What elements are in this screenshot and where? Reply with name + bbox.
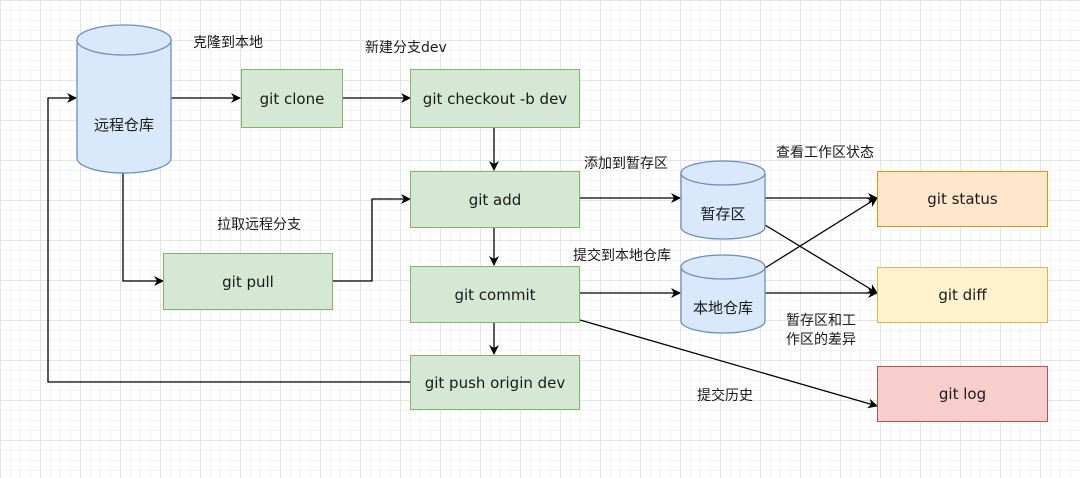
label-new-branch: 新建分支dev: [365, 40, 447, 56]
label-commit-history: 提交历史: [697, 388, 753, 404]
remote-repo-node: 远程仓库: [76, 24, 172, 174]
edge-remote-to-pull: [122, 172, 164, 286]
label-staging-workspace-diff-1: 暂存区和工: [786, 313, 856, 329]
edge-pull-to-add: [332, 194, 411, 282]
database-icon: [76, 24, 172, 174]
git-commit-node: git commit: [410, 266, 580, 323]
local-repo-label: 本地仓库: [692, 299, 753, 317]
git-add-node: git add: [410, 171, 580, 228]
git-checkout-node: git checkout -b dev: [410, 69, 580, 128]
label-staging-workspace-diff-2: 作区的差异: [786, 332, 856, 348]
label-commit-to-local: 提交到本地仓库: [573, 248, 671, 264]
git-status-node: git status: [877, 171, 1048, 227]
git-log-node: git log: [877, 366, 1048, 422]
staging-area-node: 暂存区: [680, 160, 766, 240]
edge-push-to-remote: [47, 93, 410, 383]
edge-staging-to-diff: [764, 224, 878, 294]
git-pull-node: git pull: [163, 253, 333, 310]
remote-repo-label: 远程仓库: [93, 116, 154, 134]
label-view-workspace-status: 查看工作区状态: [776, 145, 874, 161]
staging-area-label: 暂存区: [700, 205, 746, 223]
git-clone-node: git clone: [241, 69, 343, 128]
local-repo-node: 本地仓库: [680, 254, 766, 334]
edge-local-to-status: [764, 197, 878, 269]
label-add-to-staging: 添加到暂存区: [584, 156, 668, 172]
edge-commit-to-log: [579, 319, 878, 409]
label-clone-to-local: 克隆到本地: [193, 35, 263, 51]
database-icon: [680, 160, 766, 240]
label-pull-remote-branch: 拉取远程分支: [217, 217, 301, 233]
git-push-node: git push origin dev: [410, 355, 580, 410]
git-diff-node: git diff: [877, 267, 1048, 323]
database-icon: [680, 254, 766, 334]
